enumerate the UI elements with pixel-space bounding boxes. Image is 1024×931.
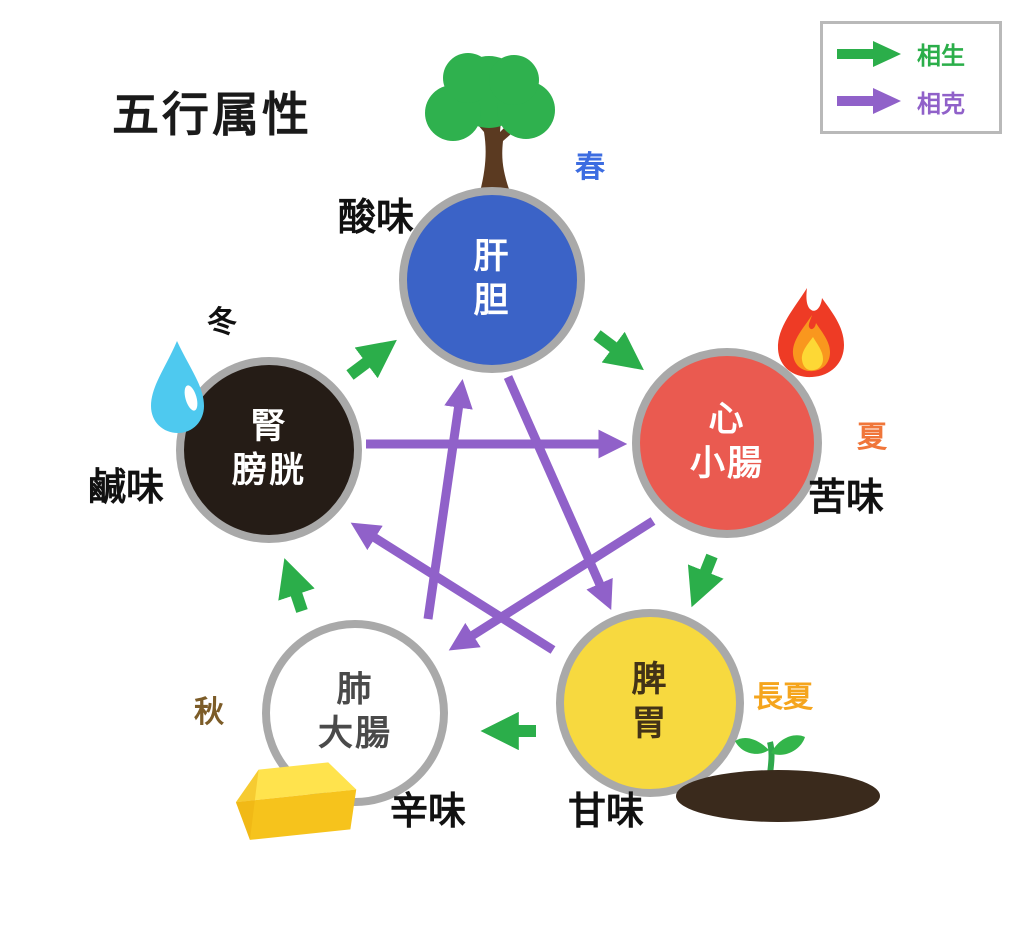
wood-circle [399,187,585,373]
legend-overcoming-label: 相克 [917,89,965,118]
fire-circle [632,348,822,538]
generating-arrow-water-to-wood [346,339,397,380]
gold-bar-icon [235,762,357,840]
taste-label-sweet: 甘味 [568,789,645,833]
overcoming-arrow-metal-to-wood [423,379,473,620]
season-label-winter: 冬 [207,305,237,340]
metal-circle [262,620,448,806]
season-label-autumn: 秋 [194,695,224,730]
fire-organs-label: 心 小腸 [689,400,764,484]
taste-label-sour: 酸味 [338,195,415,239]
page-title: 五行属性 [112,88,312,143]
overcoming-arrow-wood-to-earth [503,375,613,611]
water-drop-icon [151,341,204,433]
generating-arrow-wood-to-fire [593,330,644,371]
overcoming-arrow-icon [837,88,901,115]
fire-icon [777,288,844,378]
legend-row-generating: 相生 [837,36,985,71]
generating-arrow-icon [837,40,901,67]
legend: 相生 相克 [820,21,1002,134]
season-label-late-summer: 長夏 [753,680,813,715]
generating-arrow-fire-to-earth [687,553,724,608]
water-organs-label: 腎 膀胱 [231,407,306,491]
wood-organs-label: 肝 胆 [473,237,511,321]
legend-generating-label: 相生 [917,42,965,71]
taste-label-bitter: 苦味 [808,475,885,519]
overcoming-arrow-earth-to-water [350,522,556,654]
metal-organs-label: 肺 大腸 [317,670,392,754]
water-circle [176,357,362,543]
earth-circle [556,609,744,797]
generating-arrow-metal-to-water [278,558,315,613]
taste-label-pungent: 辛味 [390,789,467,833]
season-label-spring: 春 [575,150,605,185]
soil-sprout-icon [676,735,880,822]
earth-organs-label: 脾 胃 [631,660,669,744]
tree-icon [425,53,555,192]
season-label-summer: 夏 [857,420,887,455]
legend-row-overcoming: 相克 [837,84,985,119]
taste-label-salty: 鹹味 [88,465,165,509]
